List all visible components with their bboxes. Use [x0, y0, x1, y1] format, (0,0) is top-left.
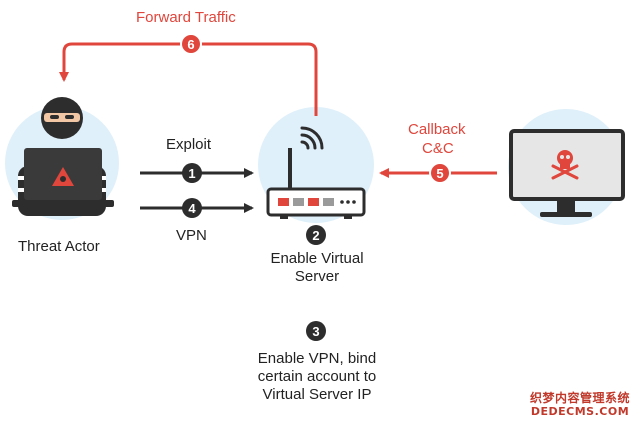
- hacker-icon: [5, 97, 119, 220]
- router-icon: [258, 107, 374, 223]
- step-badge-6: 6: [180, 33, 202, 55]
- enable-virtual-server-label: Enable Virtual Server: [270, 250, 364, 285]
- watermark-line-1: 织梦内容管理系统: [529, 391, 630, 405]
- step-badge-2: 2: [306, 225, 326, 245]
- forward-traffic-label: Forward Traffic: [136, 9, 236, 26]
- step-number: 2: [312, 228, 319, 243]
- step-badge-3: 3: [306, 321, 326, 341]
- skull-monitor-icon: [508, 109, 625, 225]
- exploit-label: Exploit: [166, 136, 212, 153]
- step-badge-1: 1: [182, 163, 202, 183]
- callback-label: Callback: [408, 121, 466, 138]
- step-badge-4: 4: [182, 198, 202, 218]
- step-number: 5: [436, 166, 443, 181]
- cnc-label: C&C: [422, 140, 454, 157]
- step-number: 4: [188, 201, 196, 216]
- step-number: 6: [187, 37, 194, 52]
- vpn-label: VPN: [176, 227, 207, 244]
- watermark-line-2: DEDECMS.COM: [530, 405, 630, 418]
- step-badge-5: 5: [429, 162, 451, 184]
- threat-actor-label: Threat Actor: [18, 238, 100, 255]
- enable-vpn-label: Enable VPN, bind certain account to Virt…: [257, 350, 377, 403]
- step-number: 1: [188, 166, 195, 181]
- step-number: 3: [312, 324, 319, 339]
- watermark: 织梦内容管理系统 DEDECMS.COM: [524, 391, 636, 419]
